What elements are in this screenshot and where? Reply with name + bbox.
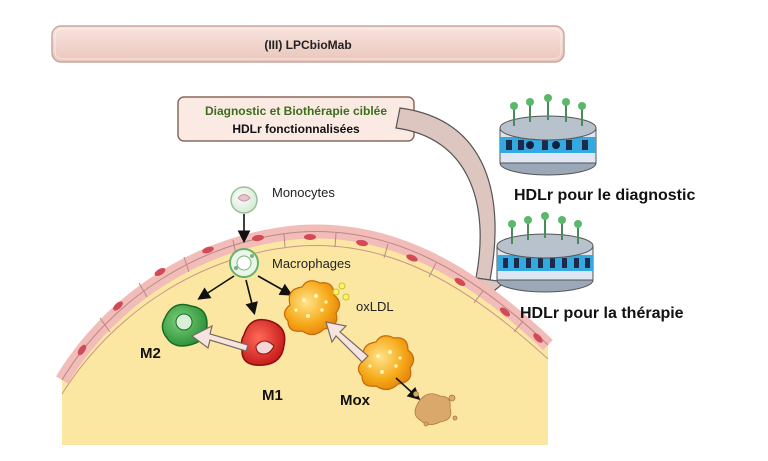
label-monocytes: Monocytes (272, 185, 335, 200)
arrow-m1-to-m2 (190, 324, 249, 352)
title-box: (III) LPCbioMab (51, 25, 565, 63)
monocyte-cell (230, 186, 258, 214)
mox-cell-upper (283, 280, 341, 336)
info-box: Diagnostic et Biothérapie ciblée HDLr fo… (177, 96, 415, 142)
vessel-wall (55, 224, 553, 445)
label-hdlr-therapie: HDLr pour la thérapie (520, 305, 684, 322)
label-mox: Mox (340, 392, 371, 409)
label-m1: M1 (262, 387, 283, 404)
arrow-macro-m2 (197, 275, 235, 300)
arrow-macro-mox (257, 275, 293, 296)
oxldl-particles (332, 282, 350, 301)
necrotic-cell (413, 391, 458, 427)
arrow-mox-up (325, 321, 369, 363)
info-line-1: Diagnostic et Biothérapie ciblée (205, 104, 387, 118)
m1-cell (240, 318, 286, 366)
label-hdlr-diagnostic: HDLr pour le diagnostic (514, 187, 695, 204)
macrophage-cell (229, 248, 259, 278)
arrow-macro-m1 (245, 279, 258, 316)
label-m2: M2 (140, 345, 161, 362)
hdl-diagnostic-disc (499, 94, 597, 176)
title-text: (III) LPCbioMab (264, 38, 351, 52)
info-line-2: HDLr fonctionnalisées (232, 122, 360, 136)
hdl-therapy-disc (496, 212, 594, 293)
mox-cell-lower (357, 335, 415, 391)
label-oxldl: oxLDL (356, 299, 394, 314)
label-macrophages: Macrophages (272, 256, 351, 271)
